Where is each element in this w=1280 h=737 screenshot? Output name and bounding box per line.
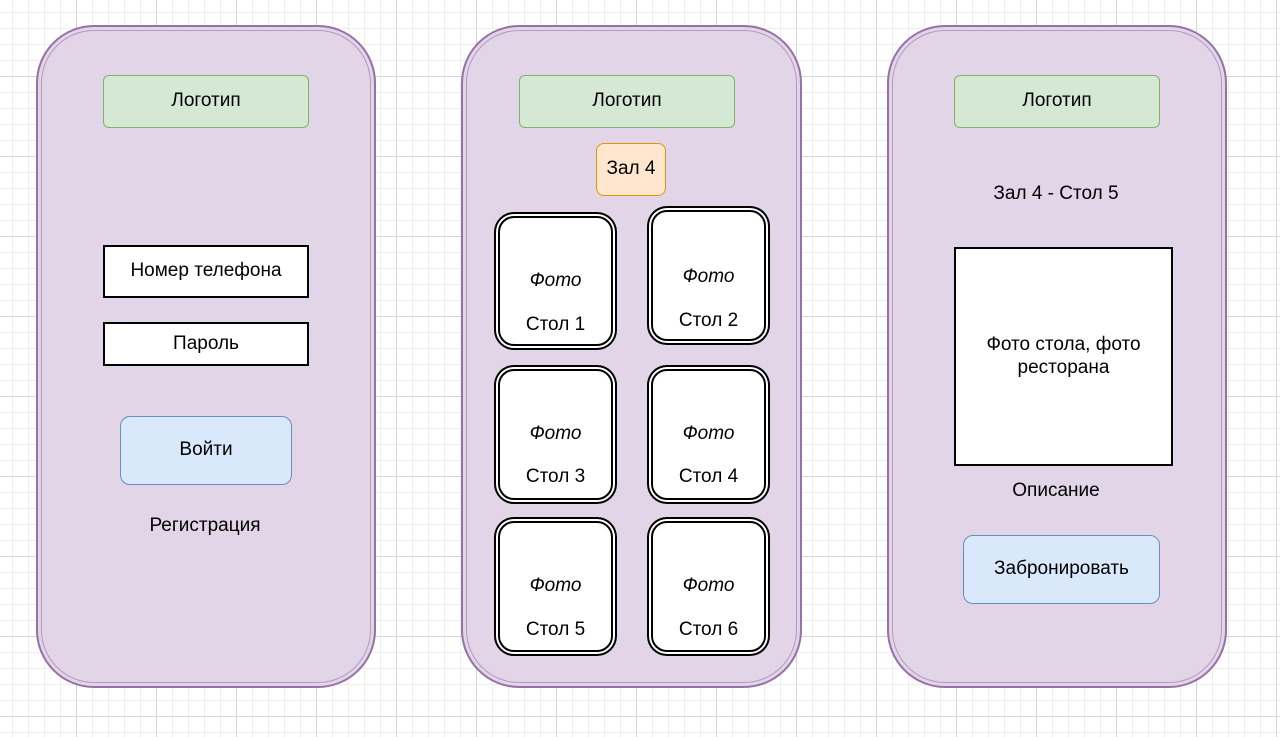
table-name: Стол 1 — [525, 314, 586, 335]
phone-field[interactable]: Номер телефона — [103, 245, 309, 298]
table-card-6[interactable]: Фото Стол 6 — [651, 521, 766, 652]
table-logo: Логотип — [954, 75, 1160, 128]
table-name: Стол 3 — [525, 466, 586, 487]
table-card-3[interactable]: Фото Стол 3 — [498, 369, 613, 500]
table-photo-label: Фото — [682, 423, 735, 444]
table-photo-label: Фото — [529, 423, 582, 444]
table-name: Стол 6 — [678, 619, 739, 640]
table-photo-label: Фото — [682, 575, 735, 596]
table-name: Стол 4 — [678, 466, 739, 487]
book-button[interactable]: Забронировать — [963, 535, 1160, 604]
table-name: Стол 2 — [678, 310, 739, 331]
login-logo: Логотип — [103, 75, 309, 128]
hall-badge[interactable]: Зал 4 — [596, 143, 666, 196]
table-photo-label: Фото — [682, 266, 735, 287]
login-button[interactable]: Войти — [120, 416, 292, 485]
table-card-5[interactable]: Фото Стол 5 — [498, 521, 613, 652]
register-link[interactable]: Регистрация — [149, 515, 261, 536]
table-card-1[interactable]: Фото Стол 1 — [498, 216, 613, 346]
table-photo-placeholder: Фото стола, фото ресторана — [954, 247, 1173, 466]
table-photo-label: Фото — [529, 270, 582, 291]
table-title: Зал 4 - Стол 5 — [993, 183, 1119, 204]
table-name: Стол 5 — [525, 619, 586, 640]
table-description: Описание — [1012, 480, 1100, 501]
password-field[interactable]: Пароль — [103, 322, 309, 366]
table-card-4[interactable]: Фото Стол 4 — [651, 369, 766, 500]
hall-logo: Логотип — [519, 75, 735, 128]
table-photo-label: Фото — [529, 575, 582, 596]
table-card-2[interactable]: Фото Стол 2 — [651, 210, 766, 341]
